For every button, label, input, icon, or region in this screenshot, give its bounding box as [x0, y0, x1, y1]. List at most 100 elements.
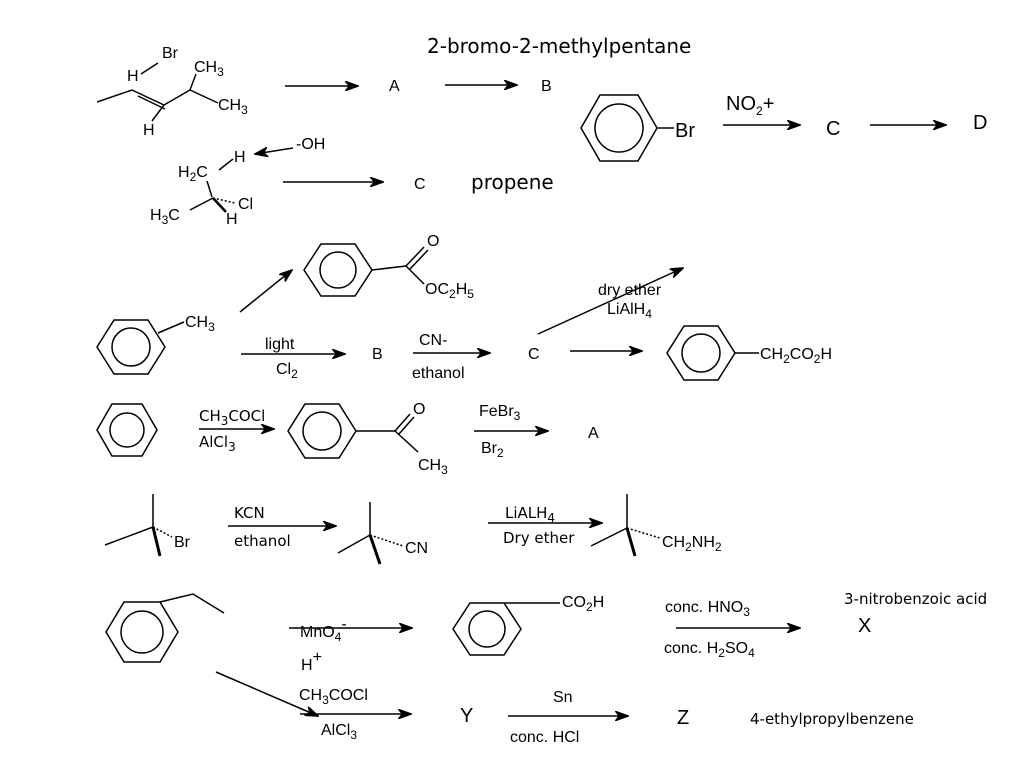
- h-bottom-label: H: [143, 122, 155, 139]
- arrow-toluene-to-ester: [239, 270, 292, 313]
- product-d-label: D: [973, 112, 987, 134]
- cl-label: Cl: [238, 196, 253, 213]
- bromobenzene-ring: [580, 94, 658, 162]
- product-a-label: A: [389, 78, 400, 95]
- ethanol-label: ethanol: [234, 532, 291, 550]
- benzene-aromatic-circle: [109, 412, 145, 448]
- ch3-top-label: CH3: [194, 59, 224, 79]
- cyanide-label: CN-: [419, 332, 447, 349]
- ester-aromatic-circle: [319, 251, 357, 289]
- kcn-label: KCN: [234, 504, 265, 522]
- acetyl-chloride-label: CH3COCl: [199, 407, 265, 428]
- co2h-label: CO2H: [562, 594, 604, 614]
- cl2-label: Cl2: [276, 361, 298, 381]
- light-label: light: [265, 336, 295, 353]
- product-c-label: C: [528, 346, 540, 363]
- product-c-label: C: [414, 176, 426, 193]
- phenylacetic-label: CH2CO2H: [760, 346, 832, 366]
- ester-o-label: O: [427, 233, 439, 250]
- reaction-1: 2-bromo-2-methylpentane Br H CH3 CH3 H A…: [96, 34, 691, 139]
- tbu-cn-bond-wedge: [368, 534, 382, 565]
- beta-h-label: H: [234, 149, 246, 166]
- alcl3-label: AlCl3: [199, 433, 236, 454]
- h-br-bond: [140, 62, 159, 75]
- title-label: 2-bromo-2-methylpentane: [427, 34, 691, 58]
- reaction-6: Br KCN ethanol CN LiALH4 Dry ether CH2NH…: [104, 494, 722, 565]
- product-x-label: X: [858, 615, 871, 637]
- alkene-bond-h: [151, 104, 165, 122]
- c-h-bond: [218, 158, 234, 171]
- ester-c-o-single-bond: [405, 265, 425, 285]
- tbu-cn-bond-cn: [369, 534, 404, 547]
- bromobenzene-br-label: Br: [675, 120, 695, 142]
- bromobenzene-aromatic-circle: [594, 103, 644, 153]
- alcl3-label: AlCl3: [321, 722, 357, 742]
- alkene-double-bond: [137, 95, 166, 110]
- h2so4-label: conc. H2SO4: [664, 640, 755, 660]
- h3c-label: H3C: [150, 207, 180, 227]
- tbu-cn-bond-left: [337, 534, 371, 554]
- ketone-ch3-label: CH3: [418, 457, 448, 477]
- lialh4-label: LiAlH4: [607, 301, 652, 321]
- hbr-h-label: H: [127, 68, 139, 85]
- hcl-label: conc. HCl: [510, 729, 579, 746]
- product-b-label: B: [372, 346, 383, 363]
- acetophenone-ring: [287, 403, 357, 459]
- dry-ether-label: dry ether: [598, 282, 662, 299]
- acetyl-chloride-label: CH3COCl: [299, 687, 368, 707]
- ch3-bottom-label: CH3: [218, 97, 248, 117]
- toluene-ch3-bond: [157, 321, 185, 334]
- product-c-label: C: [826, 118, 840, 140]
- ester-c-o-double-bond: [405, 246, 425, 267]
- benzene-ring: [96, 403, 158, 457]
- alkene-bond-ch3: [189, 89, 219, 104]
- ester-benzene-ring: [303, 243, 373, 297]
- ester-oc2h5-label: OC2H5: [425, 281, 474, 301]
- reaction-5: CH3COCl AlCl3 O CH3 FeBr3 Br2 A: [96, 401, 599, 477]
- h-small-label: H: [226, 211, 238, 228]
- tbu-amine-bond-left: [590, 527, 628, 547]
- benzoic-acid-aromatic-circle: [468, 610, 506, 648]
- reaction-8: CH3COCl AlCl3 Y Sn conc. HCl Z 4-ethylpr…: [215, 671, 914, 746]
- br2-label: Br2: [481, 440, 504, 460]
- c-ch3-bond: [189, 197, 214, 211]
- acetophenone-c-o: [394, 413, 411, 432]
- tbu-br-bond-left: [104, 526, 154, 546]
- ethylpropylbenzene-label: 4-ethylpropylbenzene: [750, 710, 914, 728]
- product-b-label: B: [541, 78, 552, 95]
- nitrobenzoic-acid-label: 3-nitrobenzoic acid: [844, 590, 987, 608]
- tbu-amine-bond-ch2: [626, 527, 661, 539]
- product-y-label: Y: [460, 705, 473, 727]
- reaction-4: O OC2H5 CH3 light Cl2 B CN- ethanol C dr…: [96, 233, 832, 382]
- ketone-o-label: O: [413, 401, 425, 418]
- alkene-skeleton: [96, 89, 191, 106]
- dry-ether-label: Dry ether: [503, 529, 575, 547]
- tbu-br-label: Br: [174, 534, 191, 551]
- toluene-ring: [96, 319, 166, 375]
- tbu-br-bond-wedge: [151, 526, 162, 557]
- acetophenone-aromatic-circle: [302, 411, 342, 451]
- lialh4-label: LiALH4: [505, 504, 555, 525]
- phenylacetic-ring: [666, 325, 736, 381]
- c-c-bond: [206, 180, 213, 198]
- reaction-2: Br NO2+ C D: [580, 93, 987, 162]
- product-z-label: Z: [677, 707, 689, 729]
- acetophenone-c-ch3: [394, 430, 419, 453]
- ethanol-label: ethanol: [412, 365, 465, 382]
- tbu-br-bond-br: [152, 526, 173, 538]
- arrow-ethylbenzene-to-acylation: [215, 671, 318, 716]
- ester-ring-carbonyl-bond: [371, 265, 407, 271]
- propene-label: propene: [471, 170, 554, 194]
- ester-c-o-double-bond-2: [409, 249, 429, 270]
- c-h-wedge-bond: [212, 197, 227, 213]
- product-a-label: A: [588, 425, 599, 442]
- h2c-label: H2C: [178, 164, 208, 184]
- hbr-br-label: Br: [162, 45, 179, 62]
- ch2nh2-label: CH2NH2: [662, 534, 722, 554]
- toluene-aromatic-circle: [111, 327, 151, 367]
- tbu-cn-label: CN: [405, 540, 428, 557]
- ethyl-chain: [159, 593, 225, 614]
- acetophenone-c-o-2: [398, 416, 415, 435]
- hydroxide-attack-arrow: [255, 148, 294, 154]
